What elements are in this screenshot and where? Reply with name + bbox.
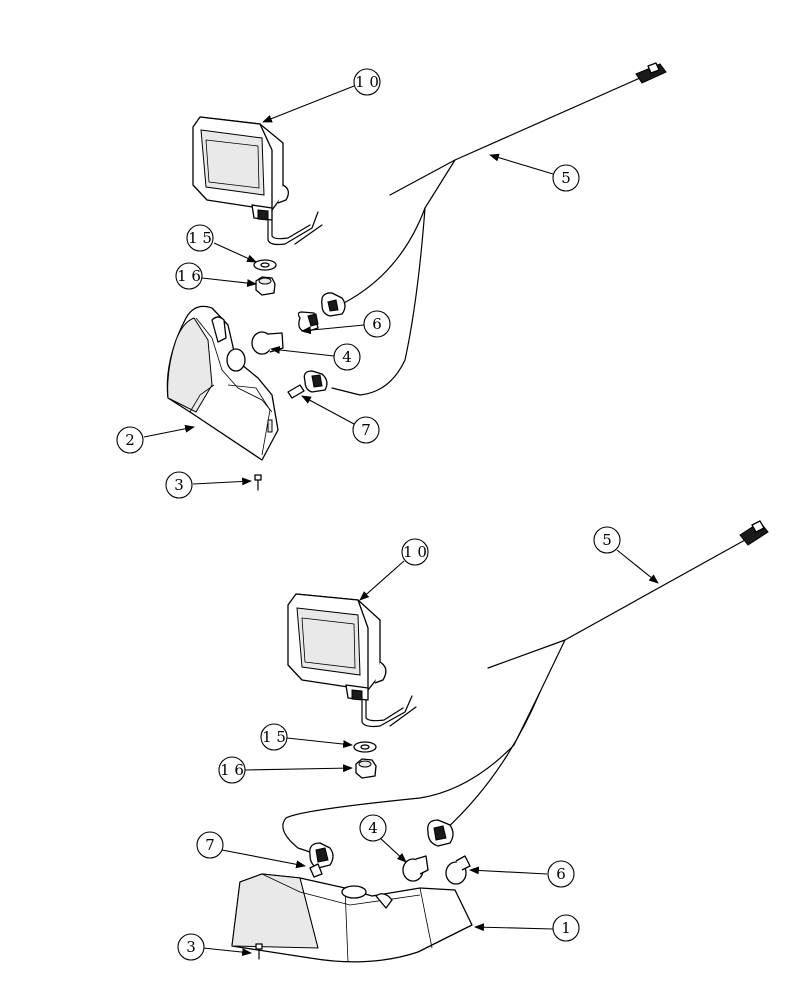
callout-label: 3 xyxy=(174,476,184,494)
washer-bottom xyxy=(353,741,377,753)
bulb-socket-7-top xyxy=(287,370,328,399)
front-lamp-housing-bottom xyxy=(231,873,473,963)
nut-bottom xyxy=(355,758,377,779)
callout-label: 6 xyxy=(556,865,566,883)
callout-balloon: 1 0 xyxy=(401,538,429,566)
callout-balloon: 3 xyxy=(177,933,205,961)
callout-label: 1 xyxy=(561,919,571,937)
callout-balloon: 1 5 xyxy=(260,723,288,751)
callout-balloon: 1 xyxy=(552,914,580,942)
connector-plug-icon xyxy=(635,62,667,84)
wiring-harness-top xyxy=(331,62,667,396)
callout-label: 1 0 xyxy=(355,73,379,91)
bottom-assembly: 1 0 5 1 5 1 6 4 7 6 1 3 xyxy=(177,520,769,963)
callout-label: 4 xyxy=(368,819,378,837)
callout-balloon: 3 xyxy=(165,471,193,499)
top-assembly: 1 0 5 1 5 1 6 6 4 7 2 3 xyxy=(116,62,667,499)
callout-label: 2 xyxy=(125,431,135,449)
bulb-4-top xyxy=(251,331,284,355)
callout-label: 1 5 xyxy=(262,728,286,746)
callout-balloon: 5 xyxy=(593,526,621,554)
bulb-socket-main-bottom xyxy=(427,819,454,847)
callout-balloon: 7 xyxy=(352,416,380,444)
washer-top xyxy=(253,259,277,271)
callout-label: 3 xyxy=(186,938,196,956)
callout-label: 7 xyxy=(205,836,215,854)
callout-balloon: 4 xyxy=(359,814,387,842)
callout-label: 5 xyxy=(602,531,612,549)
callout-label: 7 xyxy=(361,421,371,439)
callout-label: 1 5 xyxy=(188,229,212,247)
work-lamp-bottom xyxy=(287,593,417,728)
callout-balloon: 1 6 xyxy=(218,756,246,784)
callout-balloon: 2 xyxy=(116,426,144,454)
bulb-socket-7-bottom xyxy=(309,842,334,878)
wiring-harness-bottom xyxy=(282,520,769,853)
side-lamp-housing-top xyxy=(166,305,279,461)
bulb-6-bottom xyxy=(445,855,471,885)
screw-bottom xyxy=(255,943,263,960)
callout-balloon: 6 xyxy=(363,310,391,338)
work-lamp-top xyxy=(192,116,323,246)
callout-label: 1 6 xyxy=(220,761,244,779)
callout-balloon: 1 5 xyxy=(186,224,214,252)
screw-top xyxy=(254,474,262,491)
callout-balloon: 6 xyxy=(547,860,575,888)
bulb-4-bottom xyxy=(402,855,429,882)
callout-label: 4 xyxy=(342,348,352,366)
callout-label: 5 xyxy=(561,169,571,187)
callout-label: 1 0 xyxy=(403,543,427,561)
nut-top xyxy=(255,276,276,296)
bulb-socket-6-top xyxy=(297,292,346,333)
callout-balloon: 1 0 xyxy=(353,68,381,96)
callout-balloon: 7 xyxy=(196,831,224,859)
callout-label: 6 xyxy=(372,315,382,333)
callout-label: 1 6 xyxy=(177,267,201,285)
callout-balloon: 5 xyxy=(552,164,580,192)
connector-plug-icon xyxy=(739,520,769,546)
callout-balloon: 4 xyxy=(333,343,361,371)
callout-balloon: 1 6 xyxy=(175,262,203,290)
